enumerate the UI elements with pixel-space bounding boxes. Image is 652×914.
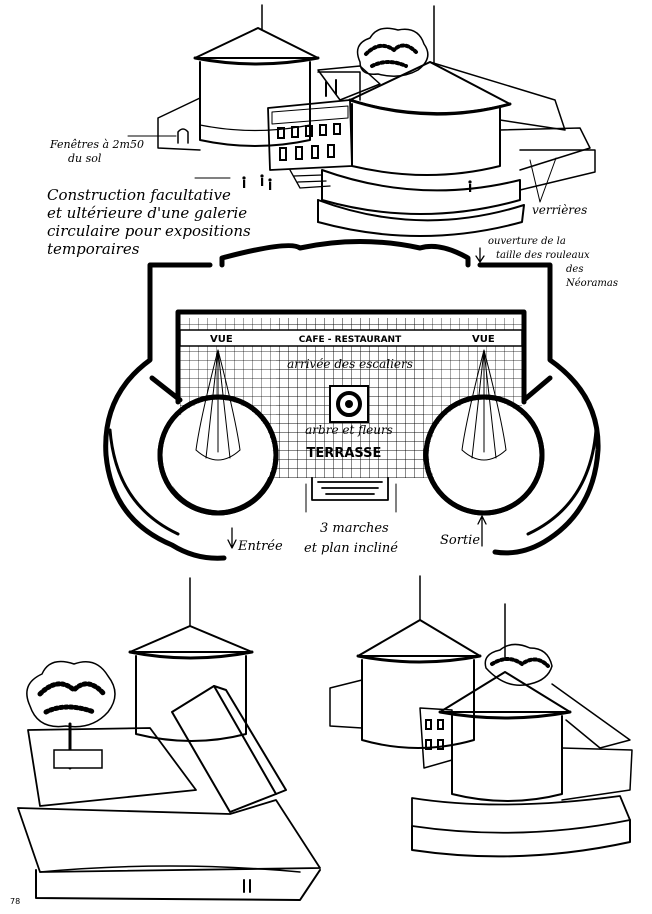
entry-arrow — [227, 527, 237, 549]
floor-plan: CAFE - RESTAURANT VUE VUE arrivée des es… — [103, 236, 618, 561]
note-windows-line2: du sol — [68, 152, 102, 165]
entrance-steps — [311, 477, 389, 501]
exit-arrow — [477, 515, 487, 547]
label-entree: Entrée — [237, 539, 283, 554]
note-opening-line1: ouverture de la — [488, 236, 566, 247]
left-rotunda — [157, 4, 320, 151]
cafe-band — [179, 329, 523, 347]
opening-arrow — [475, 247, 485, 263]
label-vue-right: VUE — [472, 334, 495, 345]
label-cafe-restaurant: CAFE - RESTAURANT — [299, 335, 402, 345]
label-steps-line2: et plan incliné — [304, 541, 398, 556]
note-opening-line4: Néoramas — [565, 278, 618, 289]
label-vue-left: VUE — [210, 334, 233, 345]
note-opening-line3: des — [566, 264, 583, 275]
page-number: 78 — [10, 897, 20, 906]
label-verrieres: verrières — [532, 203, 587, 217]
note-opening-line2: taille des rouleaux — [496, 250, 590, 261]
leader-verrieres — [529, 157, 557, 203]
note-gallery-line1: Construction facultative — [47, 186, 231, 204]
right-rotunda — [317, 5, 596, 237]
outer-wall — [103, 239, 601, 561]
label-arbre-fleurs: arbre et fleurs — [305, 423, 393, 437]
note-gallery-line2: et ultérieure d'une galerie — [47, 204, 247, 222]
inner-wall — [175, 309, 527, 405]
label-terrasse: TERRASSE — [307, 446, 382, 461]
note-windows-line1: Fenêtres à 2m50 — [49, 138, 144, 151]
label-sortie: Sortie — [440, 533, 480, 548]
note-gallery-line3: circulaire pour expositions — [47, 222, 251, 240]
tree-top — [356, 27, 429, 77]
note-gallery-line4: temporaires — [47, 240, 140, 258]
bottom-right-perspective — [329, 575, 633, 858]
bottom-left-perspective: 78 — [10, 577, 321, 906]
top-perspective-sketch: Fenêtres à 2m50 du sol Construction facu… — [47, 4, 596, 258]
label-steps-line1: 3 marches — [320, 521, 389, 536]
label-arrivee-escaliers: arrivée des escaliers — [287, 357, 413, 371]
central-building-top — [194, 71, 472, 192]
